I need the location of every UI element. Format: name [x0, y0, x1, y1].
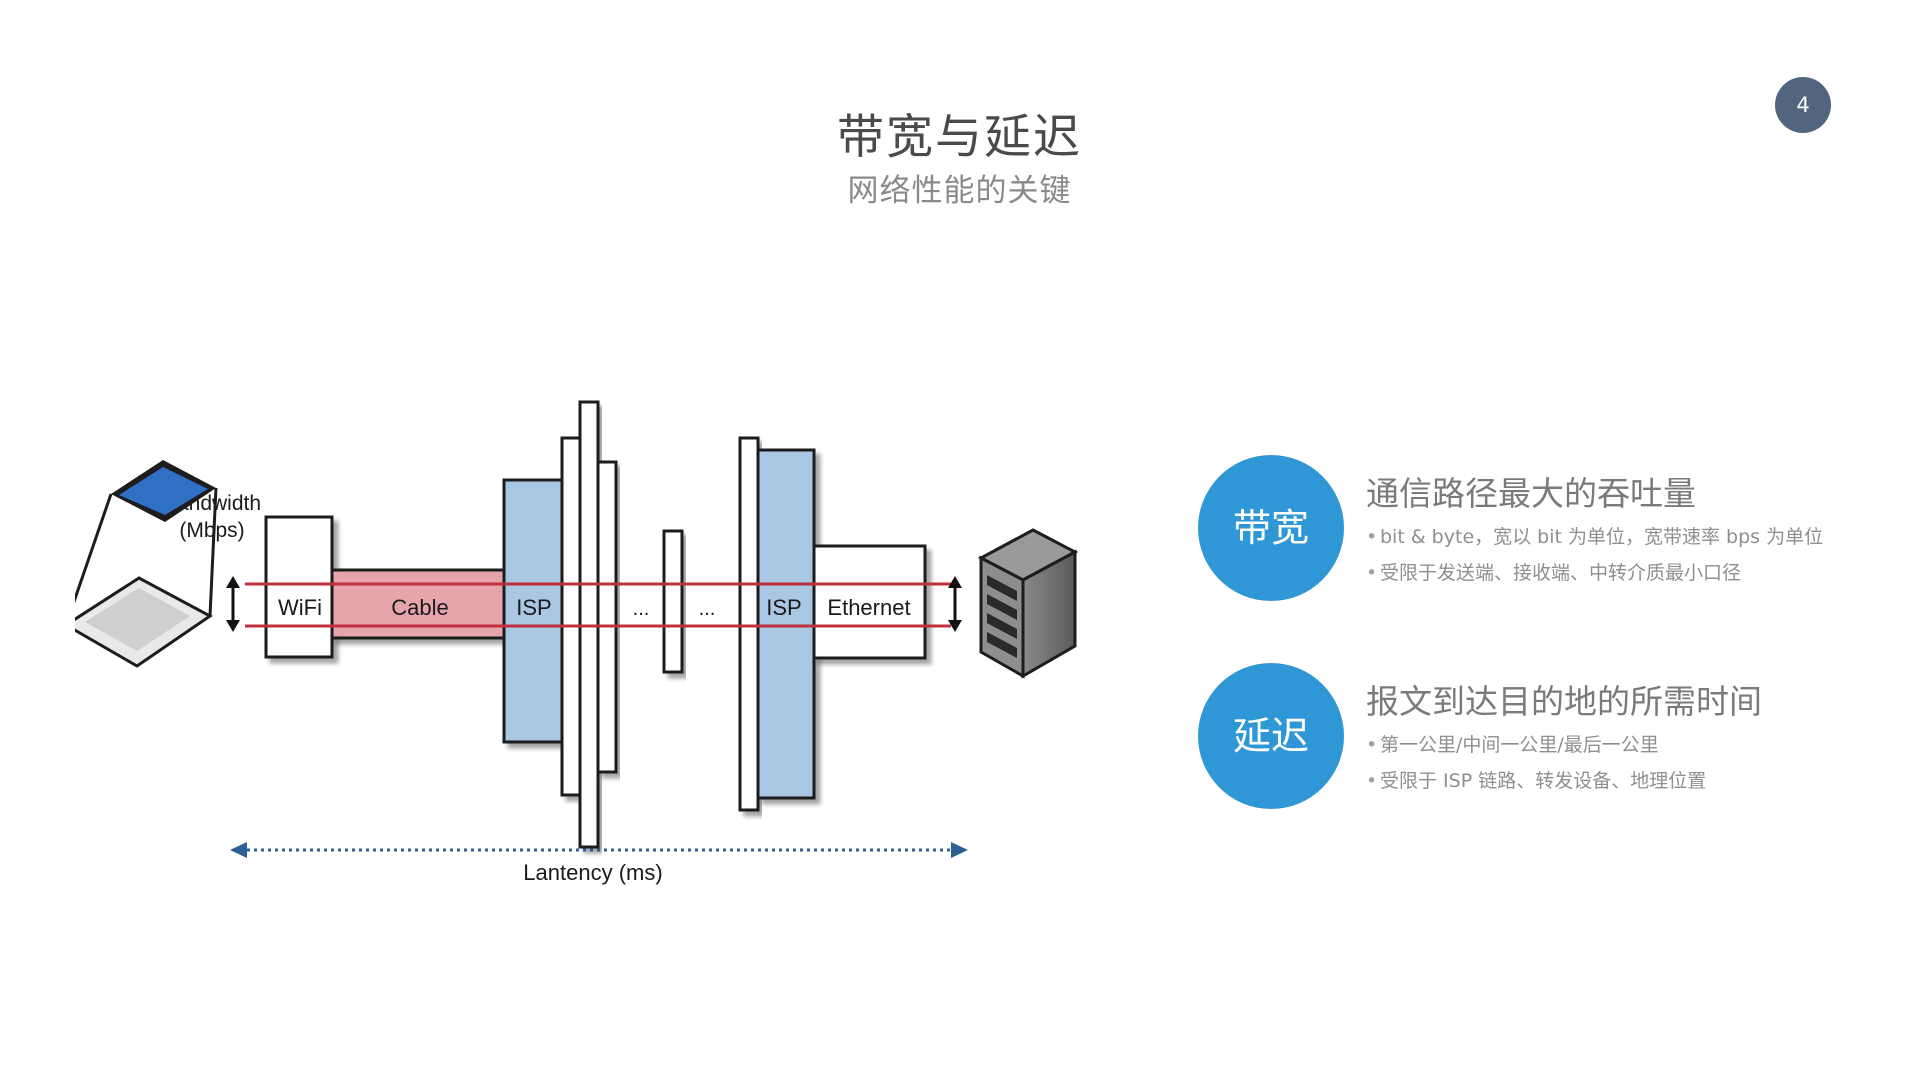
list-item: •bit & byte，宽以 bit 为单位，宽带速率 bps 为单位 — [1366, 519, 1823, 555]
bandwidth-badge: 带宽 — [1198, 455, 1344, 601]
isp-right-box — [756, 448, 816, 800]
bandwidth-unit-label: (Mbps) — [179, 519, 244, 542]
list-item: •第一公里/中间一公里/最后一公里 — [1366, 727, 1706, 763]
page-subtitle: 网络性能的关键 — [847, 173, 1072, 209]
laptop-icon — [75, 460, 218, 668]
bullet-dot-icon: • — [1366, 770, 1378, 792]
router-bar — [738, 436, 760, 812]
latency-arrow — [230, 842, 968, 858]
bandwidth-arrow-left — [226, 576, 240, 632]
ethernet-label: Ethernet — [827, 595, 910, 620]
bandwidth-latency-diagram: Bandwidth (Mbps) — [75, 400, 1079, 885]
isp-left-box — [502, 478, 564, 744]
bullet-dot-icon: • — [1366, 526, 1378, 548]
isp-left-label: ISP — [516, 595, 551, 620]
router-bar — [560, 436, 582, 797]
latency-heading: 报文到达目的地的所需时间 — [1366, 682, 1762, 721]
bullet-dot-icon: • — [1366, 734, 1378, 756]
bandwidth-bullet-list: •bit & byte，宽以 bit 为单位，宽带速率 bps 为单位 •受限于… — [1366, 519, 1823, 591]
server-icon — [977, 528, 1079, 679]
page-number-badge: 4 — [1775, 77, 1831, 133]
isp-right-label: ISP — [766, 595, 801, 620]
bullet-text: 受限于 ISP 链路、转发设备、地理位置 — [1380, 770, 1707, 792]
wifi-label: WiFi — [278, 595, 322, 620]
ellipsis-label: ... — [633, 598, 650, 620]
bullet-text: bit & byte，宽以 bit 为单位，宽带速率 bps 为单位 — [1380, 526, 1824, 548]
wifi-box — [264, 515, 334, 659]
bandwidth-heading: 通信路径最大的吞吐量 — [1366, 474, 1696, 513]
bullet-text: 受限于发送端、接收端、中转介质最小口径 — [1380, 562, 1742, 584]
ethernet-box — [812, 544, 927, 660]
list-item: •受限于 ISP 链路、转发设备、地理位置 — [1366, 763, 1706, 799]
cable-label: Cable — [391, 595, 448, 620]
hop-bar — [662, 529, 684, 674]
latency-badge: 延迟 — [1198, 663, 1344, 809]
bandwidth-arrow-right — [948, 576, 962, 632]
page-title: 带宽与延迟 — [837, 110, 1082, 165]
ellipsis-label: ... — [699, 598, 716, 620]
router-bar — [596, 460, 618, 774]
bullet-text: 第一公里/中间一公里/最后一公里 — [1380, 734, 1659, 756]
list-item: •受限于发送端、接收端、中转介质最小口径 — [1366, 555, 1823, 591]
latency-label: Lantency (ms) — [523, 860, 662, 885]
bullet-dot-icon: • — [1366, 562, 1378, 584]
latency-bullet-list: •第一公里/中间一公里/最后一公里 •受限于 ISP 链路、转发设备、地理位置 — [1366, 727, 1706, 799]
